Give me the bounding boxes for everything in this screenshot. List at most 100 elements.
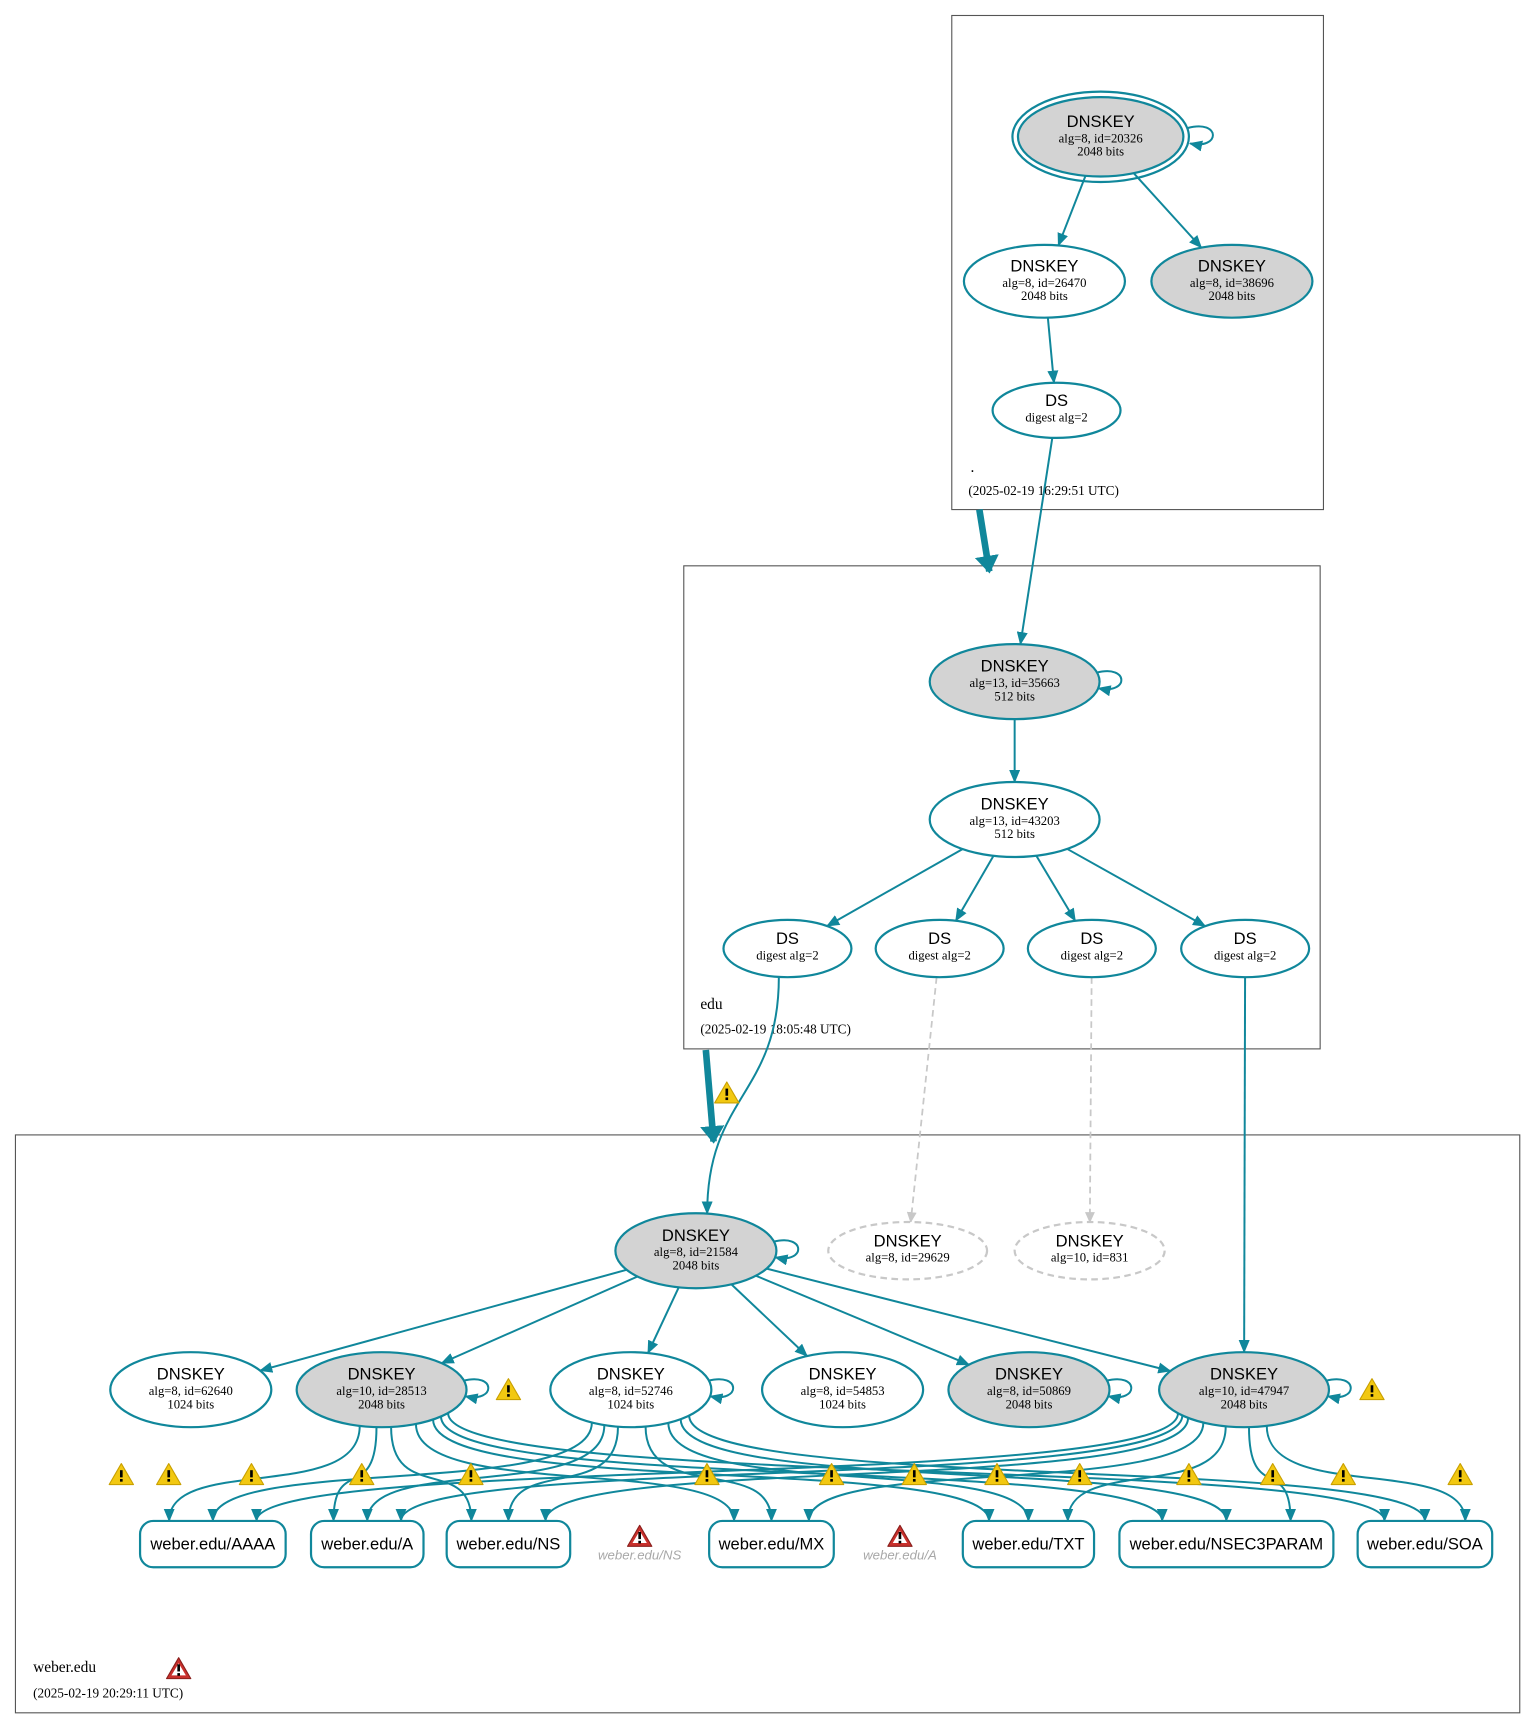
warning-icon[interactable]	[108, 1463, 134, 1486]
warning-icon[interactable]	[1447, 1463, 1473, 1486]
rrset-box	[961, 1519, 1096, 1569]
self-signature-loop-k47947	[1325, 1378, 1352, 1405]
edge-k21584-to-k52746	[647, 1286, 680, 1355]
edge-k21584-to-k62640	[259, 1268, 627, 1373]
delegation-edu-to-weber	[700, 1049, 725, 1144]
node-type: DNSKEY	[1056, 1231, 1124, 1250]
node-ellipse	[1180, 918, 1311, 979]
warning-icon[interactable]	[1359, 1378, 1385, 1401]
node-bits: 1024 bits	[167, 1397, 214, 1411]
warning-icon[interactable]	[984, 1463, 1010, 1486]
edge-k47947-to-a	[395, 1415, 1184, 1523]
rrset-label: weber.edu/SOA	[1366, 1535, 1483, 1554]
error-icon[interactable]	[165, 1657, 192, 1680]
edge-k47947-to-ns	[540, 1417, 1190, 1523]
rrset-a[interactable]: weber.edu/A	[309, 1519, 425, 1569]
node-detail: alg=8, id=52746	[589, 1384, 673, 1398]
node-bits: 512 bits	[994, 827, 1035, 841]
warning-icon[interactable]	[1330, 1463, 1356, 1486]
zone-weber: weber.edu(2025-02-19 20:29:11 UTC)	[14, 1134, 1521, 1714]
node-ellipse	[874, 918, 1005, 979]
node-type: DNSKEY	[662, 1226, 730, 1245]
node-ellipse	[991, 381, 1122, 439]
node-ellipse	[1016, 96, 1185, 178]
rrset-ns[interactable]: weber.edu/NS	[445, 1519, 572, 1569]
rrset-mx[interactable]: weber.edu/MX	[708, 1519, 835, 1569]
node-type: DNSKEY	[981, 657, 1049, 676]
error-icon[interactable]	[626, 1524, 653, 1547]
warning-icon[interactable]	[714, 1081, 740, 1104]
error-icon[interactable]	[887, 1524, 913, 1547]
rrset-label: weber.edu/A	[320, 1535, 413, 1554]
rrset-txt[interactable]: weber.edu/TXT	[961, 1519, 1096, 1569]
node-detail: digest alg=2	[1214, 949, 1276, 963]
warning-icon[interactable]	[1260, 1463, 1286, 1486]
warning-icon[interactable]	[238, 1463, 265, 1486]
node-bits: 2048 bits	[1006, 1397, 1053, 1411]
rrset-aaaa[interactable]: weber.edu/AAAA	[138, 1519, 287, 1569]
node-ellipse	[928, 780, 1101, 859]
node-bits: 2048 bits	[673, 1258, 720, 1272]
edge-k28513-to-aaaa	[163, 1425, 361, 1523]
node-detail: digest alg=2	[908, 949, 970, 963]
zone-name: edu	[700, 996, 723, 1013]
edge-k52746-to-nsec3param	[679, 1419, 1232, 1523]
self-signature-loop-k20326	[1187, 125, 1214, 152]
node-ellipse	[928, 643, 1101, 721]
warning-icon[interactable]	[458, 1463, 484, 1486]
node-detail: digest alg=2	[1025, 410, 1087, 424]
zone-border	[14, 1134, 1521, 1714]
node-detail: alg=8, id=29629	[866, 1251, 950, 1265]
node-bits: 2048 bits	[1209, 289, 1256, 303]
edge-k47947-to-txt	[1062, 1426, 1227, 1523]
warning-icon[interactable]	[1176, 1463, 1202, 1486]
edge-k21584-to-k28513	[440, 1275, 638, 1365]
warning-icon[interactable]	[901, 1463, 927, 1486]
node-ellipse	[109, 1351, 273, 1429]
edge-ds3-to-k831	[1084, 977, 1095, 1224]
rrset-label: weber.edu/AAAA	[149, 1535, 275, 1554]
self-signature-loop-k52746	[707, 1378, 735, 1405]
rrset-box	[708, 1519, 835, 1569]
node-ellipse	[962, 243, 1127, 319]
node-type: DS	[1080, 929, 1103, 948]
error-rrset-label: weber.edu/A	[863, 1548, 937, 1563]
warning-icon[interactable]	[495, 1378, 522, 1401]
node-detail: alg=13, id=43203	[969, 814, 1059, 828]
zone-timestamp: (2025-02-19 20:29:11 UTC)	[33, 1685, 183, 1700]
node-bits: 2048 bits	[1021, 289, 1068, 303]
warning-icon[interactable]	[156, 1463, 182, 1486]
warning-icon[interactable]	[349, 1463, 375, 1486]
rrset-nsec3param[interactable]: weber.edu/NSEC3PARAM	[1118, 1519, 1335, 1569]
edge-k47947-to-soa	[1265, 1425, 1471, 1523]
node-detail: alg=8, id=54853	[801, 1384, 885, 1398]
warning-icon[interactable]	[1067, 1463, 1093, 1486]
warning-icon[interactable]	[818, 1463, 845, 1486]
node-ellipse	[1013, 1220, 1166, 1281]
node-type: DNSKEY	[157, 1365, 225, 1384]
rrset-soa[interactable]: weber.edu/SOA	[1356, 1519, 1494, 1569]
warning-icon[interactable]	[694, 1463, 720, 1486]
node-detail: alg=8, id=26470	[1002, 276, 1086, 290]
node-type: DNSKEY	[1198, 256, 1266, 275]
rrset-label: weber.edu/TXT	[971, 1535, 1084, 1554]
